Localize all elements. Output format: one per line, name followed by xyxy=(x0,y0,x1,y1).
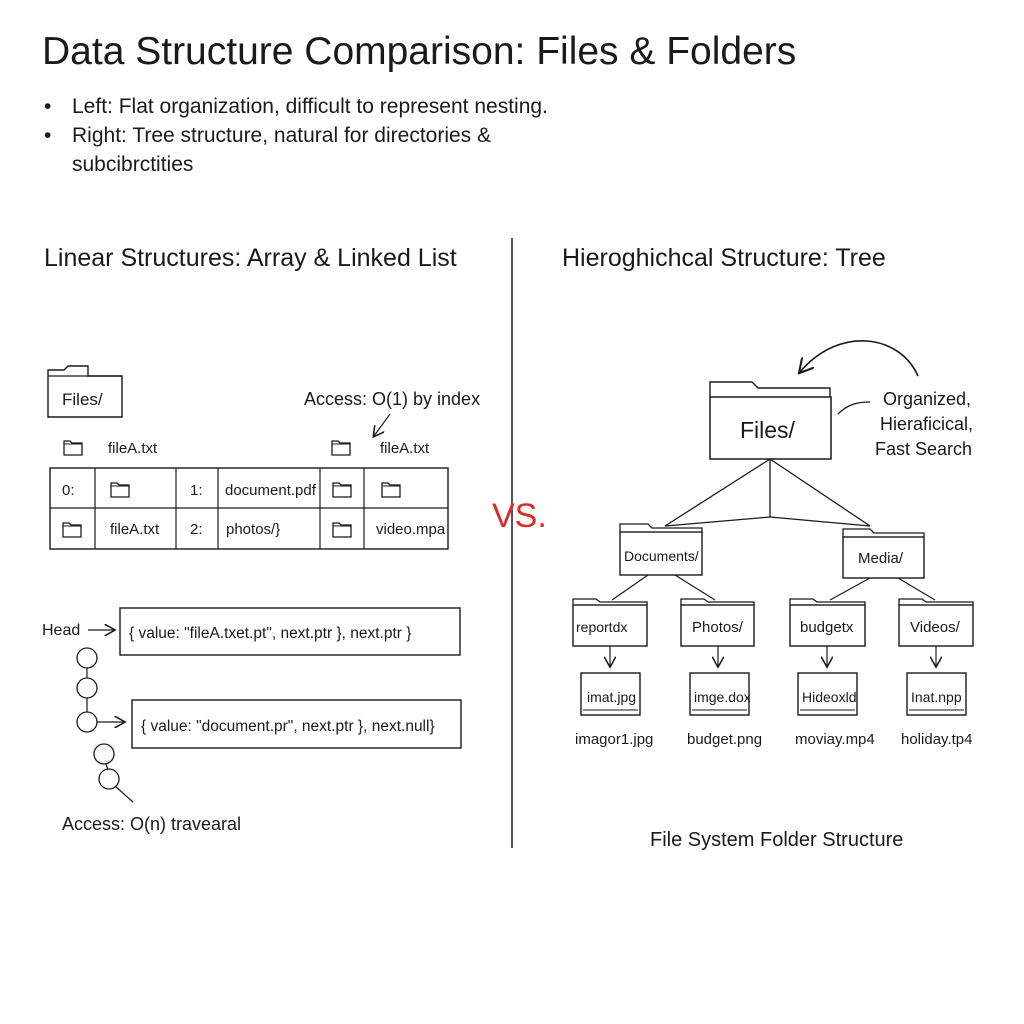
folder-photos-label: Photos/ xyxy=(692,619,744,636)
array-cell-document: document.pdf xyxy=(225,482,317,499)
tree-root-label: Files/ xyxy=(740,417,796,443)
bullet-left: Left: Flat organization, difficult to re… xyxy=(44,92,592,121)
vs-label: VS. xyxy=(492,497,547,535)
folder-documents: Documents/ xyxy=(619,523,703,576)
file-box: Inat.npp xyxy=(906,672,967,716)
tree-note-line2: Hieraficical, xyxy=(880,414,973,434)
page-title: Data Structure Comparison: Files & Folde… xyxy=(42,30,797,73)
folder-icon xyxy=(110,482,130,498)
file-label: fileA.txt xyxy=(380,440,430,457)
file-box-label: Inat.npp xyxy=(911,689,962,705)
file-caption: holiday.tp4 xyxy=(901,731,972,748)
file-caption: budget.png xyxy=(687,731,762,748)
folder-media: Media/ xyxy=(842,528,925,579)
folder-icon xyxy=(381,482,401,498)
file-box: Hideoxld xyxy=(797,672,858,716)
array-cell-photos: photos/} xyxy=(226,521,280,538)
folder-videos-label: Videos/ xyxy=(910,619,961,636)
folder-icon xyxy=(332,482,352,498)
folder-icon xyxy=(331,440,351,456)
folder-media-label: Media/ xyxy=(858,550,904,567)
list-node xyxy=(119,607,461,656)
list-node xyxy=(131,699,462,749)
right-heading: Hieroghichcal Structure: Tree xyxy=(562,244,886,272)
access-traversal-label: Access: O(n) travearal xyxy=(62,814,241,834)
folder-documents-label: Documents/ xyxy=(624,548,699,564)
folder-videos: Videos/ xyxy=(898,598,974,647)
linked-list: Head { value: "fileA.txet.pt", next.ptr … xyxy=(42,607,462,834)
array-cell-video: video.mpa xyxy=(376,521,446,538)
tree-note-line1: Organized, xyxy=(883,389,971,409)
list-node-2-text: { value: "document.pr", next.ptr }, next… xyxy=(141,718,435,735)
array-table: 0: 1: document.pdf fileA.txt 2: photos/}… xyxy=(49,467,449,550)
file-box-label: imge.dox xyxy=(694,689,751,705)
file-box: imge.dox xyxy=(689,672,751,716)
file-caption: moviay.mp4 xyxy=(795,731,875,748)
list-node-1-text: { value: "fileA.txet.pt", next.ptr }, ne… xyxy=(129,625,411,642)
folder-budget: budgetx xyxy=(789,598,866,647)
tree-note-line3: Fast Search xyxy=(875,439,972,459)
array-index-0: 0: xyxy=(62,482,75,499)
file-box-label: Hideoxld xyxy=(802,689,856,705)
folder-photos: Photos/ xyxy=(680,598,755,647)
file-box-label: imat.jpg xyxy=(587,689,636,705)
tree-root-folder: Files/ xyxy=(709,381,832,460)
array-index-2: 2: xyxy=(190,521,203,538)
folder-icon xyxy=(63,440,83,456)
curved-arrow xyxy=(800,339,919,377)
bullet-list: Left: Flat organization, difficult to re… xyxy=(44,92,592,179)
array-cell-filea: fileA.txt xyxy=(110,521,160,538)
folder-icon xyxy=(332,522,352,538)
note-connector xyxy=(837,401,871,415)
files-folder: Files/ xyxy=(47,365,123,418)
file-box: imat.jpg xyxy=(580,672,641,716)
folder-report-label: reportdx xyxy=(576,619,627,635)
folder-icon xyxy=(62,522,82,538)
access-index-label: Access: O(1) by index xyxy=(304,389,480,409)
center-divider xyxy=(511,238,513,848)
left-heading: Linear Structures: Array & Linked List xyxy=(44,244,457,272)
head-label: Head xyxy=(42,622,80,639)
folder-report: reportdx xyxy=(572,598,648,647)
access-arrow xyxy=(374,413,391,436)
tree-footer: File System Folder Structure xyxy=(650,829,903,851)
bullet-right: Right: Tree structure, natural for direc… xyxy=(44,121,592,179)
files-folder-label: Files/ xyxy=(62,390,103,409)
file-label: fileA.txt xyxy=(108,440,158,457)
array-index-1: 1: xyxy=(190,482,203,499)
file-caption: imagor1.jpg xyxy=(575,731,653,748)
folder-budget-label: budgetx xyxy=(800,619,854,636)
